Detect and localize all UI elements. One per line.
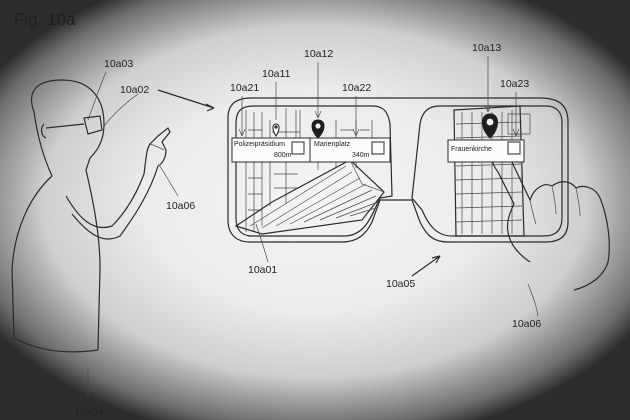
- ref-tag-left: 10a21: [230, 82, 260, 94]
- ref-pin-right: 10a13: [472, 42, 502, 54]
- ref-person: 10a04: [74, 406, 104, 418]
- poi-left-distance: 800m: [274, 152, 292, 159]
- pointing-hand-right: [491, 147, 610, 291]
- ref-pin-left: 10a11: [262, 68, 291, 80]
- ref-hand-right: 10a06: [512, 318, 542, 330]
- map-pin-right-icon: [482, 113, 498, 139]
- map-pin-left-icon: [272, 123, 280, 137]
- pointing-hand-left: [143, 127, 171, 175]
- poi-middle-distance: 340m: [352, 152, 370, 159]
- leader-lines-display: [238, 56, 539, 317]
- ref-gaze: 10a02: [120, 84, 150, 96]
- ref-glasses: 10a03: [104, 58, 134, 70]
- figure-title: Fig. 10a: [14, 10, 76, 29]
- poi-right-name: Frauenkirche: [451, 146, 492, 153]
- right-lens-scene: [453, 105, 531, 237]
- poi-left-name: Polizeipräsidium: [234, 141, 285, 148]
- left-lens-scene: [234, 108, 385, 235]
- poi-tag-middle: [309, 137, 391, 163]
- glasses: [45, 115, 103, 135]
- ref-left-view: 10a01: [248, 264, 278, 276]
- map-pin-middle-icon: [311, 119, 325, 139]
- ref-tag-middle: 10a22: [342, 82, 372, 94]
- leader-lines-left: [87, 71, 215, 398]
- ref-display: 10a05: [386, 278, 416, 290]
- ref-tag-right: 10a23: [500, 78, 530, 90]
- display-glasses: [227, 97, 569, 243]
- person-outline: [11, 79, 159, 353]
- poi-middle-name: Marienplatz: [314, 141, 351, 148]
- ref-pin-middle: 10a12: [304, 48, 334, 60]
- poi-tag-right: [447, 139, 525, 163]
- ref-hand-left: 10a06: [166, 200, 196, 212]
